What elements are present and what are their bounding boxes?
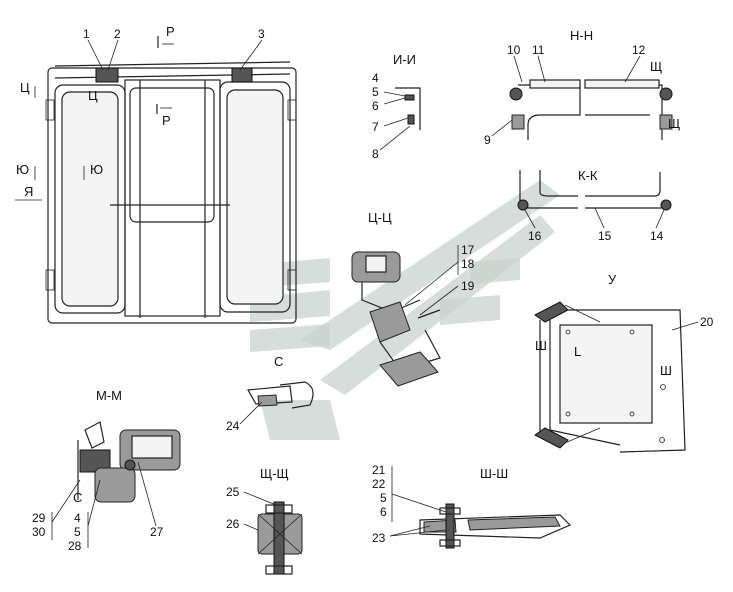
callout-25: 25	[226, 485, 240, 499]
section-ya: Я	[24, 184, 33, 199]
callout-5-mm: 5	[74, 525, 81, 539]
section-nn-drawing	[509, 79, 673, 140]
callout-7-ii: 7	[372, 120, 379, 134]
section-kk-drawing	[517, 170, 672, 211]
view-u-drawing	[534, 301, 686, 453]
view-s-drawing	[247, 381, 314, 409]
callout-12: 12	[632, 43, 646, 57]
watermark-logo	[250, 180, 560, 440]
section-shch-arrow-bottom: Щ	[668, 116, 680, 131]
view-u-l-arrow: L	[574, 344, 581, 359]
callout-19: 19	[461, 279, 475, 293]
view-u-sh-arrow-right: Ш	[660, 363, 672, 378]
section-p-top: Р	[166, 24, 175, 39]
section-ii-drawing	[379, 87, 421, 151]
callout-22: 22	[372, 477, 386, 491]
callout-28: 28	[68, 539, 82, 553]
callout-4-ii: 4	[372, 71, 379, 85]
section-ii-title: И-И	[393, 52, 416, 67]
callout-5-shsh: 5	[380, 491, 387, 505]
callout-17: 17	[461, 243, 475, 257]
section-yu-inner: Ю	[90, 162, 103, 177]
callout-18: 18	[461, 257, 475, 271]
callout-6-shsh: 6	[380, 505, 387, 519]
callout-11: 11	[532, 43, 545, 57]
callout-10: 10	[507, 43, 521, 57]
section-shch-drawing	[257, 501, 303, 575]
section-yu-left: Ю	[16, 162, 29, 177]
section-shch-title: Щ-Щ	[260, 466, 289, 481]
callout-4-mm: 4	[74, 511, 81, 525]
view-s-title: С	[274, 354, 283, 369]
callout-24: 24	[226, 419, 240, 433]
callout-1: 1	[83, 27, 90, 41]
section-tsts-drawing	[351, 251, 441, 387]
section-tsts-title: Ц-Ц	[368, 210, 392, 225]
cab-doors-front-view	[45, 61, 297, 324]
callout-21: 21	[372, 463, 386, 477]
callout-20: 20	[700, 315, 714, 329]
callout-9: 9	[484, 133, 491, 147]
section-shsh-drawing	[419, 503, 572, 549]
callout-14: 14	[650, 229, 664, 243]
section-mm-title: М-М	[96, 388, 122, 403]
callout-2: 2	[114, 27, 121, 41]
section-kk-title: К-К	[578, 168, 598, 183]
callout-15: 15	[598, 229, 612, 243]
view-u-sh-arrow-left: Ш	[535, 338, 547, 353]
section-ts-inner: Ц	[88, 88, 98, 103]
view-u-title: У	[608, 272, 617, 287]
callout-30: 30	[32, 525, 46, 539]
callout-5-ii: 5	[372, 85, 379, 99]
section-ts-left: Ц	[20, 80, 30, 95]
section-mm-drawing	[77, 421, 181, 503]
section-shsh-title: Ш-Ш	[480, 466, 508, 481]
callout-8-ii: 8	[372, 147, 379, 161]
callout-3: 3	[258, 27, 265, 41]
callout-16: 16	[528, 229, 542, 243]
callout-23: 23	[372, 531, 386, 545]
callout-29: 29	[32, 511, 46, 525]
section-nn-title: Н-Н	[570, 28, 593, 43]
section-mm-s: С	[73, 490, 82, 505]
callout-26: 26	[226, 517, 240, 531]
section-shch-arrow-top: Щ	[650, 59, 662, 74]
section-p-mid: Р	[162, 113, 171, 128]
callout-6-ii: 6	[372, 99, 379, 113]
callout-27: 27	[150, 525, 164, 539]
